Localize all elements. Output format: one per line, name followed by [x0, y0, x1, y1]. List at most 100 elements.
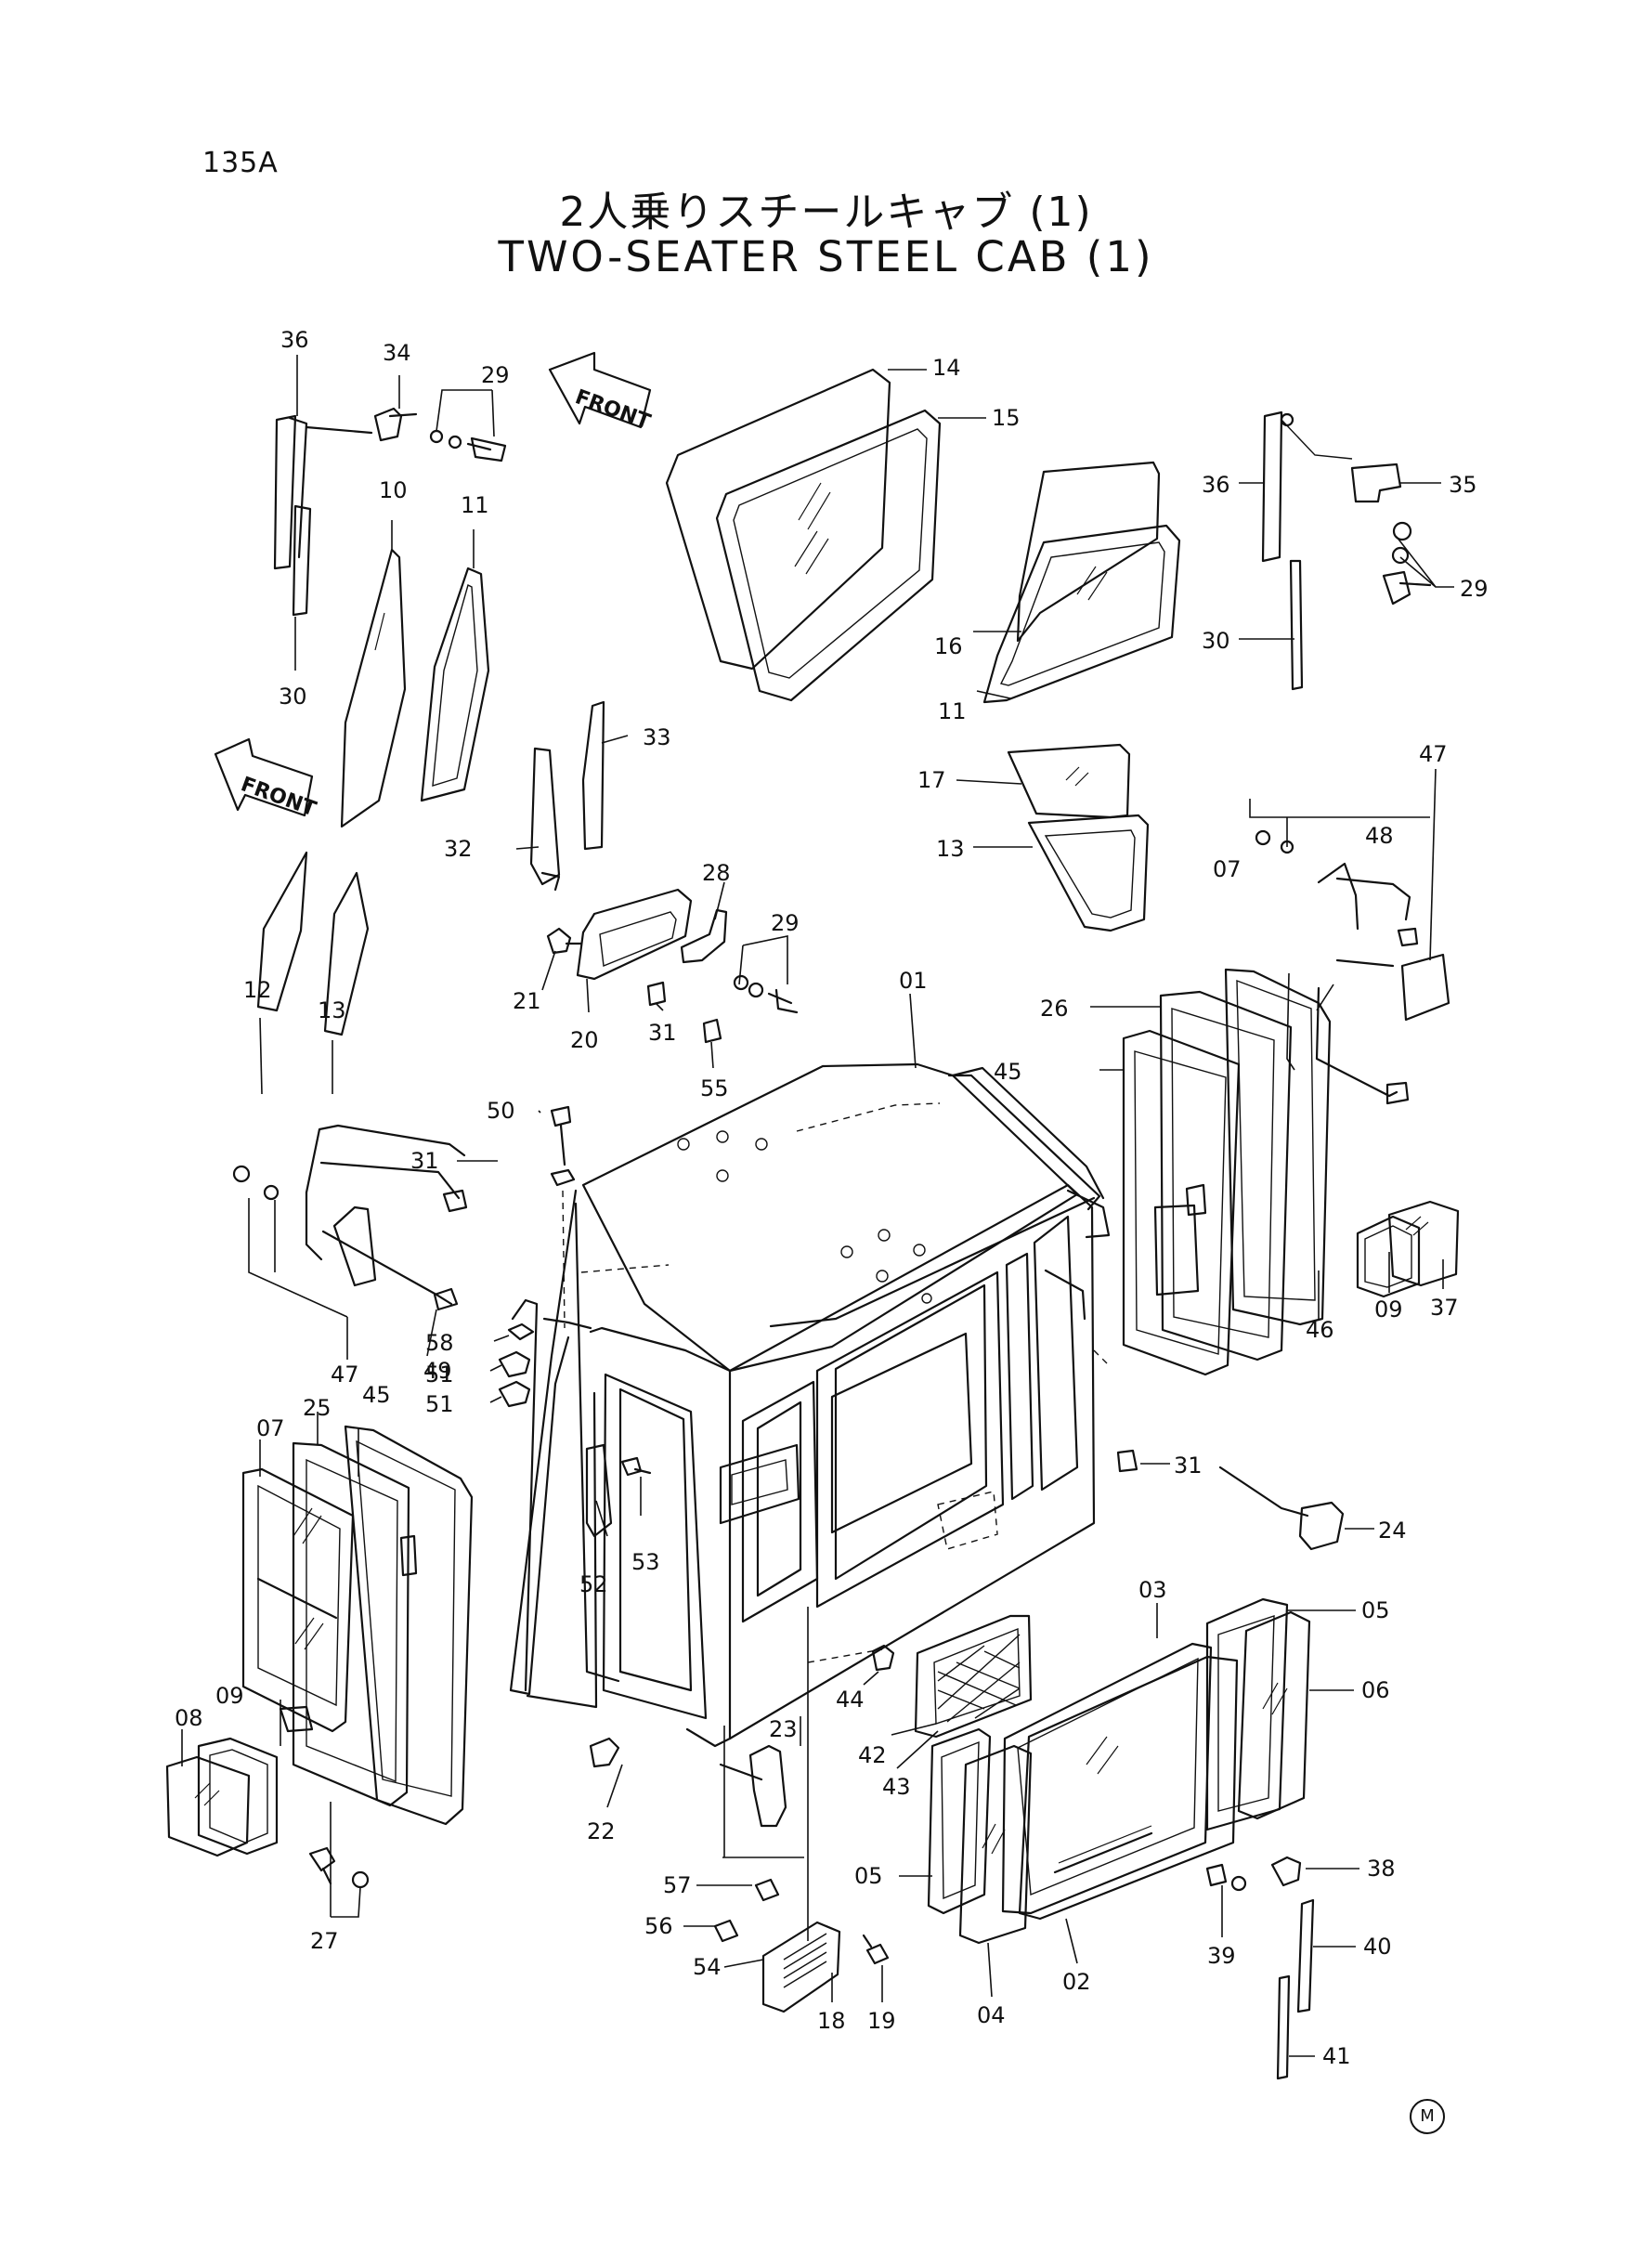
- callout-09: 09: [1374, 1296, 1403, 1322]
- callout-32: 32: [444, 836, 473, 862]
- small-glass-12: [256, 851, 308, 1012]
- callout-23: 23: [769, 1716, 798, 1742]
- knob-22: [589, 1737, 620, 1768]
- callout-10: 10: [379, 477, 408, 503]
- rear-glass-17: [1007, 743, 1131, 819]
- callout-51: 51: [425, 1391, 454, 1417]
- callout-41: 41: [1322, 2043, 1351, 2069]
- callout-24: 24: [1378, 1518, 1407, 1544]
- callout-05: 05: [854, 1863, 883, 1889]
- callout-20: 20: [570, 1027, 599, 1053]
- callout-54: 54: [693, 1954, 722, 1980]
- callout-27: 27: [310, 1928, 339, 1954]
- callout-07: 07: [1213, 856, 1242, 882]
- callout-29: 29: [771, 910, 800, 936]
- callout-45: 45: [994, 1059, 1022, 1085]
- callout-02: 02: [1062, 1969, 1091, 1995]
- callout-30: 30: [279, 684, 307, 710]
- callout-48: 48: [1365, 823, 1394, 849]
- weatherstrip-11-left: [420, 567, 490, 802]
- callout-38: 38: [1367, 1856, 1396, 1882]
- m-mark-symbol: M: [1410, 2099, 1445, 2134]
- lamp-bolt-27: [308, 1846, 370, 1889]
- callout-09: 09: [215, 1683, 244, 1709]
- work-lamp-37: [1387, 1200, 1460, 1287]
- front-arrow-left: FRONT: [214, 737, 319, 821]
- callout-11: 11: [938, 698, 967, 724]
- title-japanese: 2人乗りスチールキャブ (1): [559, 189, 1093, 236]
- callout-57: 57: [663, 1872, 692, 1898]
- title-english: TWO-SEATER STEEL CAB (1): [498, 232, 1154, 281]
- callout-39: 39: [1207, 1943, 1236, 1969]
- callout-11: 11: [461, 492, 489, 518]
- callout-40: 40: [1363, 1934, 1392, 1960]
- callout-30: 30: [1202, 628, 1230, 654]
- rubber-stopper-31-top: [646, 981, 667, 1007]
- callout-13: 13: [318, 997, 346, 1023]
- callout-44: 44: [836, 1687, 865, 1713]
- door-assembly-right: [1122, 968, 1332, 1376]
- side-glass-10: [340, 548, 407, 828]
- callout-37: 37: [1430, 1295, 1459, 1321]
- washer-58: [507, 1322, 535, 1341]
- callout-16: 16: [934, 633, 963, 659]
- callout-18: 18: [817, 2008, 846, 2034]
- callout-55: 55: [700, 1075, 729, 1101]
- callout-03: 03: [1138, 1577, 1167, 1603]
- side-glass-06: [1237, 1610, 1311, 1820]
- weatherstrip-05-right: [1205, 1597, 1289, 1831]
- hinge-assembly-right: [1261, 410, 1432, 691]
- weatherstrip-13-rear: [1027, 814, 1150, 932]
- pillar-seal-33: [581, 700, 605, 851]
- callout-47: 47: [331, 1362, 359, 1388]
- callout-45: 45: [362, 1382, 391, 1408]
- callout-29: 29: [481, 362, 510, 388]
- callout-34: 34: [383, 340, 411, 366]
- callout-53: 53: [631, 1549, 660, 1575]
- callout-07: 07: [256, 1415, 285, 1441]
- callout-22: 22: [587, 1818, 616, 1844]
- door-lock-plate: [719, 1443, 800, 1525]
- callout-49: 49: [423, 1358, 452, 1384]
- clip-57: [754, 1878, 780, 1902]
- side-glass-04: [958, 1744, 1033, 1945]
- wiper-arm-40: [1296, 1898, 1315, 2013]
- callout-31: 31: [410, 1148, 439, 1174]
- callout-15: 15: [992, 405, 1021, 431]
- wiper-pivot-38: [1205, 1856, 1302, 1892]
- callout-12: 12: [243, 977, 272, 1003]
- callout-13: 13: [936, 836, 965, 862]
- work-lamp-rim-09-right: [1356, 1215, 1421, 1298]
- callout-numbers: 36 34 29 10 11 30 14 15 16 11 36 35 29 3…: [175, 327, 1489, 2069]
- callout-52: 52: [579, 1571, 608, 1597]
- clip-56: [713, 1919, 739, 1943]
- door-assembly-left: [241, 1425, 474, 1826]
- callout-47: 47: [1419, 741, 1448, 767]
- weatherstrip-03: [1001, 1642, 1213, 1915]
- latch-bracket-28: [680, 908, 799, 1014]
- bracket-52: [585, 1443, 613, 1538]
- work-lamp-rim-09-left: [197, 1737, 279, 1856]
- nut-51: [498, 1350, 531, 1408]
- pillar-seal-32: [529, 747, 561, 892]
- bolt-50: [550, 1105, 576, 1187]
- upper-windshield-glass-14: [665, 368, 891, 671]
- callout-17: 17: [917, 767, 946, 793]
- weatherstrip-13-left: [323, 871, 370, 1036]
- callout-04: 04: [977, 2002, 1006, 2028]
- callout-35: 35: [1449, 472, 1477, 498]
- callout-43: 43: [882, 1774, 911, 1800]
- callout-06: 06: [1361, 1677, 1390, 1703]
- callout-31: 31: [648, 1020, 677, 1046]
- callout-25: 25: [303, 1395, 332, 1421]
- mirror-stay-right: [1255, 829, 1450, 1105]
- vent-grille-42-43: [871, 1614, 1033, 1739]
- weatherstrip-15: [715, 409, 942, 702]
- callout-42: 42: [858, 1742, 887, 1768]
- mirror-stay-left: [232, 1124, 468, 1311]
- callout-05: 05: [1361, 1597, 1390, 1623]
- callout-26: 26: [1040, 996, 1069, 1022]
- callout-19: 19: [867, 2008, 896, 2034]
- front-glass-02: [1018, 1655, 1239, 1921]
